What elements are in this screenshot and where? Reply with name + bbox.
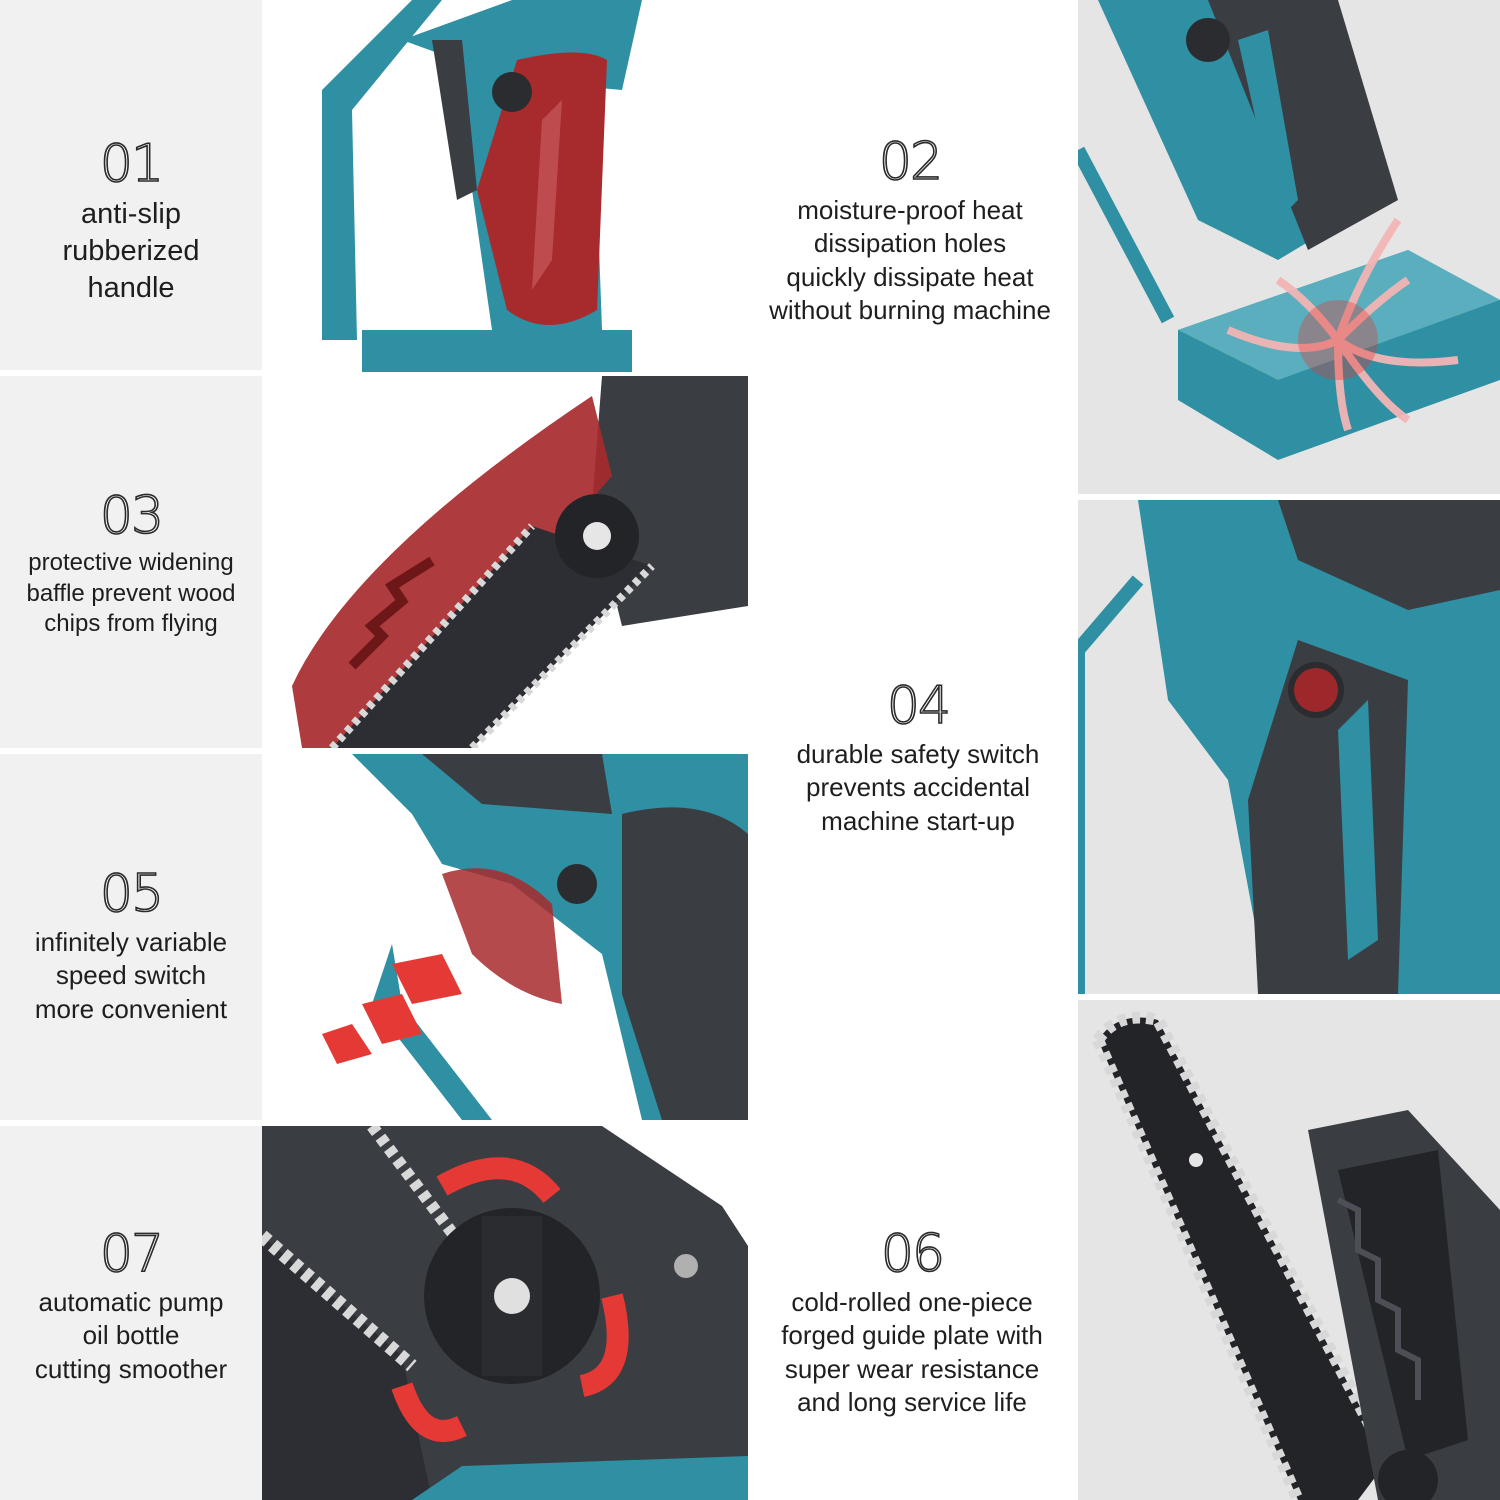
- feature-06-number: 06: [880, 1224, 946, 1284]
- feature-05-panel: 05 infinitely variable speed switch more…: [0, 754, 262, 1120]
- oil-pump-photo: [262, 1126, 748, 1500]
- feature-01-panel: 01 anti-slip rubberized handle: [0, 0, 262, 370]
- feature-04-number: 04: [886, 676, 952, 736]
- handle-photo: [262, 0, 748, 372]
- feature-02-text: moisture-proof heat dissipation holes qu…: [769, 195, 1051, 325]
- feature-02-number: 02: [878, 132, 944, 192]
- feature-01-text: anti-slip rubberized handle: [62, 198, 200, 305]
- heat-dissipation-photo: [1078, 0, 1500, 494]
- guide-plate-photo: [1078, 1000, 1500, 1500]
- feature-06-text: cold-rolled one-piece forged guide plate…: [781, 1287, 1043, 1417]
- feature-04-text: durable safety switch prevents accidenta…: [796, 739, 1040, 836]
- feature-05-text: infinitely variable speed switch more co…: [34, 927, 228, 1024]
- feature-01-number: 01: [99, 134, 165, 194]
- feature-03-number: 03: [99, 486, 165, 546]
- speed-switch-photo: [262, 754, 748, 1120]
- feature-07-panel: 07 automatic pump oil bottle cutting smo…: [0, 1126, 262, 1500]
- feature-04-block: 04 durable safety switch prevents accide…: [752, 676, 1084, 838]
- feature-07-number: 07: [99, 1224, 165, 1284]
- feature-02-block: 02 moisture-proof heat dissipation holes…: [742, 132, 1078, 327]
- baffle-photo: [292, 376, 748, 748]
- feature-03-text: protective widening baffle prevent wood …: [26, 549, 236, 638]
- feature-03-panel: 03 protective widening baffle prevent wo…: [0, 376, 262, 748]
- safety-switch-photo: [1078, 500, 1500, 994]
- feature-06-block: 06 cold-rolled one-piece forged guide pl…: [742, 1224, 1082, 1419]
- feature-07-text: automatic pump oil bottle cutting smooth…: [34, 1287, 228, 1384]
- feature-05-number: 05: [99, 864, 165, 924]
